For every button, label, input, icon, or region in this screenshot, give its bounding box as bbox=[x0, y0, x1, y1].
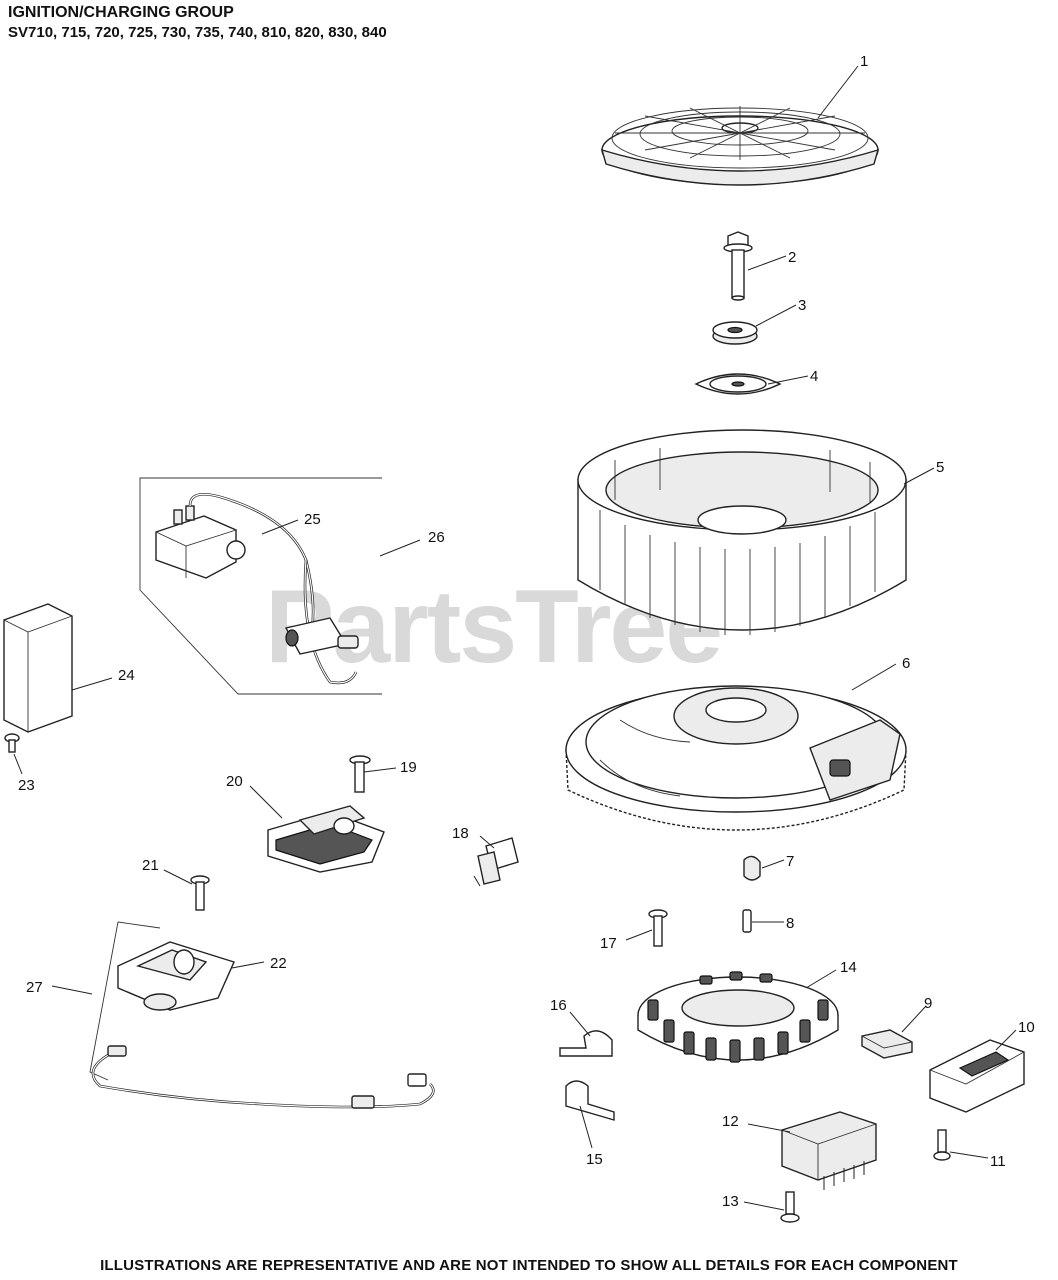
callout-19: 19 bbox=[400, 759, 417, 776]
diagram-title: IGNITION/CHARGING GROUP bbox=[8, 4, 234, 21]
callout-labels: 1 2 3 4 5 6 7 8 9 10 11 12 13 14 15 16 1… bbox=[18, 53, 1035, 1210]
part-6-flywheel[interactable] bbox=[565, 685, 907, 831]
part-27-harness[interactable] bbox=[89, 921, 435, 1109]
part-4-spring-washer[interactable] bbox=[694, 373, 782, 395]
callout-9: 9 bbox=[924, 995, 932, 1012]
callout-21: 21 bbox=[142, 857, 159, 874]
part-2-flywheel-bolt[interactable] bbox=[723, 231, 753, 301]
part-13-screw[interactable] bbox=[780, 1191, 800, 1223]
callout-11: 11 bbox=[990, 1153, 1006, 1170]
part-20-ignition-module[interactable] bbox=[267, 805, 385, 873]
part-17-screw[interactable] bbox=[648, 909, 668, 947]
callout-16: 16 bbox=[550, 997, 567, 1014]
model-list: SV710, 715, 720, 725, 730, 735, 740, 810… bbox=[8, 24, 387, 41]
part-19-screw[interactable] bbox=[349, 755, 371, 793]
part-23-screw[interactable] bbox=[4, 733, 20, 753]
part-22-ignition-module[interactable] bbox=[117, 941, 235, 1011]
callout-10: 10 bbox=[1018, 1019, 1035, 1036]
callout-4: 4 bbox=[810, 368, 818, 385]
callout-3: 3 bbox=[798, 297, 806, 314]
callout-25: 25 bbox=[304, 511, 321, 528]
part-14-stator[interactable] bbox=[637, 971, 839, 1063]
callout-2: 2 bbox=[788, 249, 796, 266]
callout-17: 17 bbox=[600, 935, 617, 952]
part-5-cooling-fan[interactable] bbox=[577, 429, 907, 635]
callout-22: 22 bbox=[270, 955, 287, 972]
callout-6: 6 bbox=[902, 655, 910, 672]
callout-8: 8 bbox=[786, 915, 794, 932]
callout-23: 23 bbox=[18, 777, 35, 794]
part-24-module-cover[interactable] bbox=[3, 603, 73, 733]
callout-7: 7 bbox=[786, 853, 794, 870]
part-1-fan-grille[interactable] bbox=[600, 106, 880, 186]
callout-13: 13 bbox=[722, 1193, 739, 1210]
callout-24: 24 bbox=[118, 667, 135, 684]
callout-1: 1 bbox=[860, 53, 868, 70]
part-11-screw[interactable] bbox=[933, 1129, 951, 1161]
callout-18: 18 bbox=[452, 825, 469, 842]
part-12-rectifier-regulator[interactable] bbox=[781, 1111, 877, 1190]
part-18-spark-plug[interactable] bbox=[473, 837, 519, 887]
callout-5: 5 bbox=[936, 459, 944, 476]
part-21-screw[interactable] bbox=[190, 875, 210, 911]
part-10-module[interactable] bbox=[929, 1039, 1025, 1113]
part-7-flywheel-key[interactable] bbox=[743, 855, 761, 881]
leader-lines bbox=[13, 65, 1017, 1211]
part-15-clamp[interactable] bbox=[565, 1080, 615, 1121]
callout-15: 15 bbox=[586, 1151, 603, 1168]
exploded-parts-diagram: 1 2 3 4 5 6 7 8 9 10 11 12 13 14 15 16 1… bbox=[3, 53, 1035, 1223]
callout-20: 20 bbox=[226, 773, 243, 790]
disclaimer-footer: ILLUSTRATIONS ARE REPRESENTATIVE AND ARE… bbox=[100, 1257, 958, 1274]
part-3-washer[interactable] bbox=[712, 321, 758, 345]
callout-12: 12 bbox=[722, 1113, 739, 1130]
callout-14: 14 bbox=[840, 959, 857, 976]
part-9-connector[interactable] bbox=[861, 1029, 913, 1059]
callout-26: 26 bbox=[428, 529, 445, 546]
callout-27: 27 bbox=[26, 979, 43, 996]
part-26-coil-kit-frame[interactable] bbox=[139, 477, 382, 695]
part-8-dowel-pin[interactable] bbox=[742, 909, 752, 933]
part-16-clamp[interactable] bbox=[559, 1030, 613, 1057]
part-25-ignition-coil[interactable] bbox=[155, 492, 359, 685]
